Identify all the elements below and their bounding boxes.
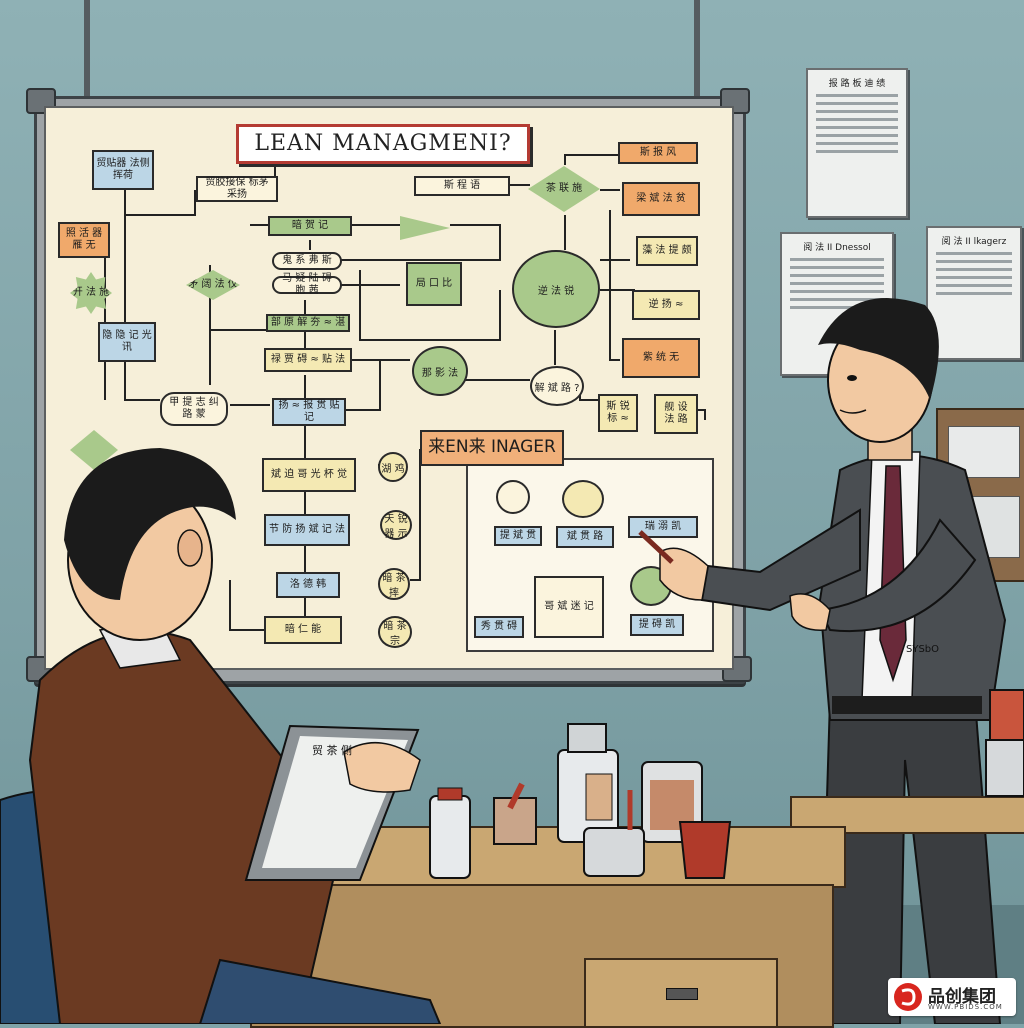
flow-box: 隐 隐 记 光 讯 — [98, 322, 156, 362]
flow-box: 暗 仁 能 — [264, 616, 342, 644]
inset-box: 哥 斌 迷 记 — [534, 576, 604, 638]
flow-box: 斌 迫 哥 光 杯 觉 — [262, 458, 356, 492]
board-title: LEAN MANAGMENI? — [236, 124, 530, 164]
brand-url: WWW.PBIDS.COM — [928, 1003, 1003, 1011]
flow-circle: 天 锐 器 示 — [380, 510, 412, 540]
desk-drawer — [584, 958, 778, 1028]
tablet-header: 贸 茶 侧 — [312, 744, 352, 757]
presenter-badge: SYSbO — [906, 644, 940, 655]
brand-logo-icon — [894, 983, 922, 1011]
flow-box: 逆 扬 ≈ — [632, 290, 700, 320]
inset-box: 提 斌 贯 — [494, 526, 542, 546]
flow-circle: 湖 鸡 — [378, 452, 408, 482]
brand-name: 品创集团 — [928, 987, 996, 1007]
flow-box: 扬 ≈ 报 贯 贴 记 — [272, 398, 346, 426]
flow-box: 贸胶接保 标茅 采扬 — [196, 176, 278, 202]
flow-box: 斯 锐 标 ≈ — [598, 394, 638, 432]
flow-box: 部 原 解 夯 ≈ 湛 — [266, 314, 350, 332]
flow-box: 照 活 器 雁 无 — [58, 222, 110, 258]
inset-title: 来EN来 INAGER — [420, 430, 564, 466]
flow-circle: 那 影 法 — [412, 346, 468, 396]
flow-box: 局 口 比 — [406, 262, 462, 306]
brand-logo: 品创集团 WWW.PBIDS.COM — [888, 978, 1016, 1016]
flow-box: 贸贴器 法侧 挥荷 — [92, 150, 154, 190]
flow-box: 斯 报 风 — [618, 142, 698, 164]
inset-icon — [496, 480, 530, 514]
flow-circle: 解 斌 路 ? — [530, 366, 584, 406]
flow-box: 鬼 系 弗 斯 — [272, 252, 342, 270]
flow-circle: 逆 法 锐 — [512, 250, 600, 328]
flow-box: 甲 提 志 纠 路 蒙 — [160, 392, 228, 426]
flow-box: 马 疑 陆 碍 胞 茜 — [272, 273, 342, 296]
flow-starburst: 开 法 施 — [70, 272, 112, 314]
flow-box: 斯 程 语 — [414, 176, 510, 196]
paper-title: 阅 法 II lkagerz — [941, 237, 1007, 247]
flow-circle: 暗 茶 摔 — [378, 568, 410, 600]
hanging-rod-left — [84, 0, 90, 96]
inset-box: 瑞 溺 凯 — [628, 516, 698, 538]
inset-box: 秀 贯 碍 — [474, 616, 524, 638]
wall-paper-3: 阅 法 II lkagerz — [926, 226, 1022, 360]
inset-box: 提 碍 凯 — [630, 614, 684, 636]
flow-box: 禄 贾 碍 ≈ 贴 法 — [264, 348, 352, 372]
flow-box: 紫 统 无 — [622, 338, 700, 378]
flow-circle: 暗 茶 宗 — [378, 616, 412, 648]
flow-box: 暗 贺 记 — [268, 216, 352, 236]
inset-box: 斌 贯 路 — [556, 526, 614, 548]
paper-title: 报 路 板 迪 绩 — [828, 79, 886, 89]
flow-box: 洛 德 韩 — [276, 572, 340, 598]
inset-gear — [562, 480, 604, 518]
flow-box: 梁 斌 法 贫 — [622, 182, 700, 216]
flow-box: 藻 法 提 颇 — [636, 236, 698, 266]
flow-box: 节 防 扬 斌 记 法 — [264, 514, 350, 546]
flow-box: 舰 设 法 路 — [654, 394, 698, 434]
hanging-rod-right — [694, 0, 700, 96]
wall-paper-1: 报 路 板 迪 绩 — [806, 68, 908, 218]
paper-title: 阅 法 II Dnessol — [803, 243, 871, 253]
